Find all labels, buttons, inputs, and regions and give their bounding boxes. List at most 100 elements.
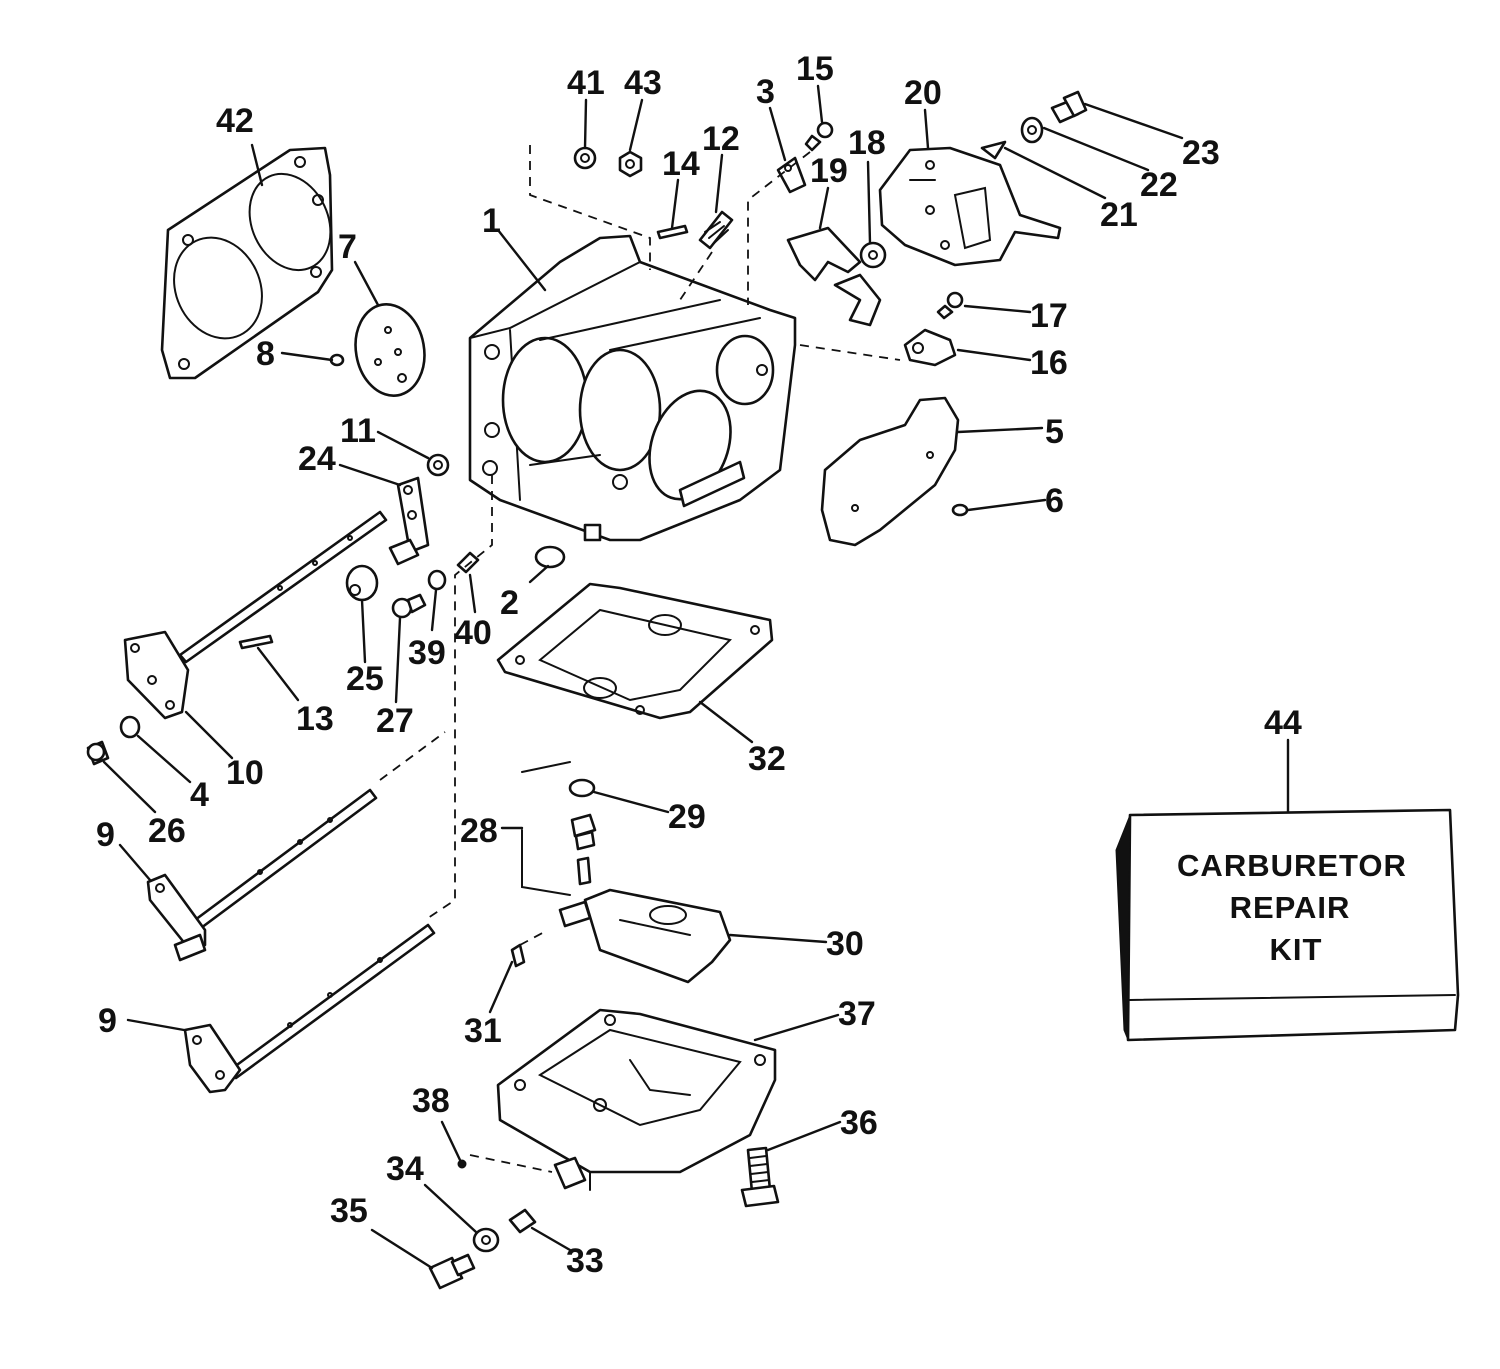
callout-19: 19 [810, 152, 848, 190]
callout-36: 36 [840, 1104, 878, 1142]
assembly-line-31 [519, 929, 549, 946]
part-21-pin [980, 140, 1007, 160]
callout-29: 29 [668, 798, 706, 836]
assembly-line-16 [799, 344, 901, 361]
callout-22: 22 [1140, 166, 1178, 204]
part-36-bolt [740, 1146, 780, 1208]
part-28-needle-seat [570, 813, 597, 886]
part-17-screw [936, 291, 964, 320]
callout-20: 20 [904, 74, 942, 112]
part-38-ball [457, 1159, 467, 1169]
part-1-carburetor-body [468, 234, 797, 542]
callout-23: 23 [1182, 134, 1220, 172]
callout-10: 10 [226, 754, 264, 792]
callout-5: 5 [1045, 413, 1064, 451]
callout-14: 14 [662, 145, 700, 183]
callout-9-lower: 9 [98, 1002, 117, 1040]
assembly-line-38 [469, 1154, 553, 1173]
repair-kit-label: CARBURETOR REPAIR KIT [1177, 848, 1407, 967]
callout-17: 17 [1030, 297, 1068, 335]
part-22-washer [1020, 116, 1044, 144]
part-43-nut [618, 150, 643, 178]
part-6-screw [951, 503, 969, 517]
part-39-washer [427, 569, 447, 591]
callout-7: 7 [338, 228, 357, 266]
part-35-plug-screw [428, 1253, 476, 1290]
part-33-jet [508, 1208, 537, 1234]
part-29-gasket [568, 778, 596, 798]
part-41-lock-washer [573, 146, 597, 170]
leader-lines [102, 84, 1290, 1270]
part-40-screw [456, 551, 480, 574]
callout-42: 42 [216, 102, 254, 140]
part-44-repair-kit-box [1115, 808, 1460, 1042]
callout-13: 13 [296, 700, 334, 738]
part-32-gasket [496, 582, 774, 720]
part-19-fast-idle-cam [786, 226, 882, 327]
callout-labels: 42 1 7 8 11 24 41 43 14 12 3 15 19 18 20… [96, 50, 1302, 1280]
callout-3: 3 [756, 73, 775, 111]
part-2-o-ring [534, 545, 566, 569]
callout-44: 44 [1264, 704, 1302, 742]
assembly-line-15 [747, 151, 811, 305]
callout-25: 25 [346, 660, 384, 698]
callout-11: 11 [340, 412, 376, 450]
callout-28: 28 [460, 812, 498, 850]
kit-line-1: CARBURETOR [1177, 848, 1407, 883]
callout-16: 16 [1030, 344, 1068, 382]
kit-line-2: REPAIR [1230, 890, 1351, 925]
callout-9-upper: 9 [96, 816, 115, 854]
part-14-pin [656, 224, 689, 240]
assembly-line-9a [379, 731, 446, 781]
callout-27: 27 [376, 702, 414, 740]
callout-37: 37 [838, 995, 876, 1033]
assembly-line-41 [529, 145, 651, 270]
callout-8: 8 [256, 335, 275, 373]
part-4-washer [119, 715, 141, 739]
callout-35: 35 [330, 1192, 368, 1230]
part-16-choke-lever [903, 328, 957, 367]
callout-38: 38 [412, 1082, 450, 1120]
part-42-flange-gasket [160, 146, 334, 380]
part-26-screw [86, 740, 110, 766]
part-12-spring [698, 210, 734, 250]
part-10-choke-shaft [123, 510, 388, 720]
part-30-float [558, 888, 732, 984]
callout-1: 1 [482, 202, 501, 240]
callout-15: 15 [796, 50, 834, 88]
part-20-choke-housing [878, 146, 1062, 267]
part-34-washer [472, 1227, 500, 1253]
bracket-28 [521, 761, 571, 896]
callout-40: 40 [454, 614, 492, 652]
part-3-clip [776, 156, 807, 194]
part-37-float-bowl [496, 1008, 777, 1191]
callout-12: 12 [702, 120, 740, 158]
part-18-washer [859, 241, 887, 269]
callout-18: 18 [848, 124, 886, 162]
callout-30: 30 [826, 925, 864, 963]
callout-43: 43 [624, 64, 662, 102]
part-7-throttle-plate [354, 303, 426, 397]
part-15-screw [804, 121, 834, 152]
callout-41: 41 [567, 64, 605, 102]
part-27-screw [391, 593, 427, 619]
callout-32: 32 [748, 740, 786, 778]
assembly-line-40 [424, 475, 493, 921]
part-9-throttle-shaft-upper [146, 788, 378, 962]
callout-34: 34 [386, 1150, 424, 1188]
callout-26: 26 [148, 812, 186, 850]
part-9-throttle-shaft-lower [183, 923, 436, 1094]
callout-2: 2 [500, 584, 519, 622]
part-5-cover-plate [820, 396, 960, 547]
callout-24: 24 [298, 440, 336, 478]
callout-4: 4 [190, 776, 209, 814]
kit-line-3: KIT [1270, 932, 1323, 967]
callout-33: 33 [566, 1242, 604, 1280]
part-11-washer [426, 453, 450, 477]
callout-21: 21 [1100, 196, 1138, 234]
part-25-bushing [345, 564, 379, 602]
assembly-line-12 [679, 251, 713, 301]
part-24-lever [388, 476, 430, 566]
